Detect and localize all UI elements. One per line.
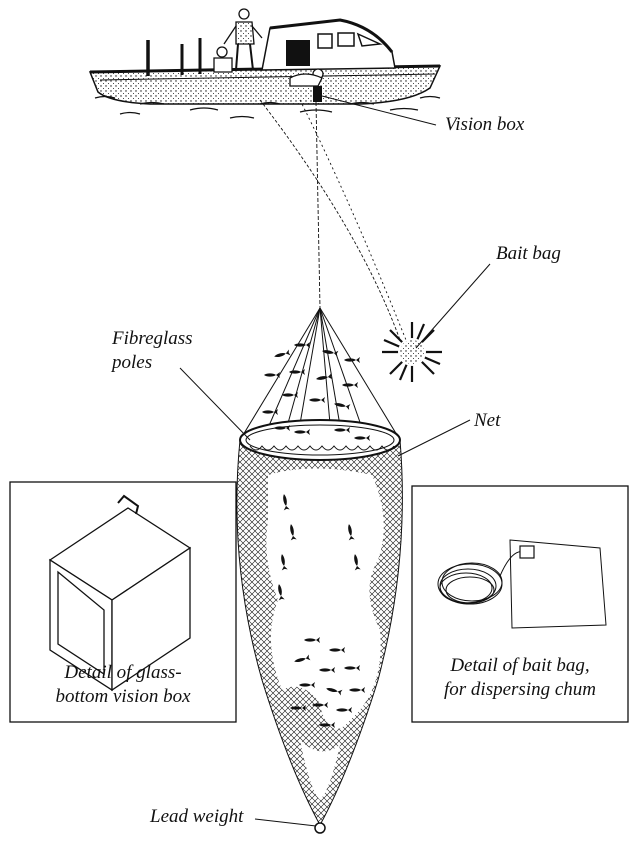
- net: [237, 308, 403, 833]
- label-lead-weight: Lead weight: [150, 806, 243, 828]
- caption-bait-bag-line1: Detail of bait bag,: [412, 654, 628, 678]
- label-bait-bag: Bait bag: [496, 243, 561, 265]
- boat: [90, 9, 440, 118]
- label-fibreglass-line2: poles: [112, 352, 152, 374]
- net-hoop: [240, 420, 400, 460]
- lines: [260, 100, 408, 345]
- caption-vision-box-line1: Detail of glass-: [10, 661, 236, 685]
- label-fibreglass-line1: Fibreglass: [112, 328, 193, 350]
- label-net: Net: [474, 410, 500, 432]
- caption-bait-bag-line2: for dispersing chum: [412, 678, 628, 702]
- net-line: [316, 102, 320, 308]
- caption-vision-box-line2: bottom vision box: [10, 685, 236, 709]
- bait-line: [260, 100, 400, 340]
- label-vision-box: Vision box: [445, 114, 524, 136]
- bait-bag: [382, 322, 442, 382]
- lead-weight: [315, 823, 325, 833]
